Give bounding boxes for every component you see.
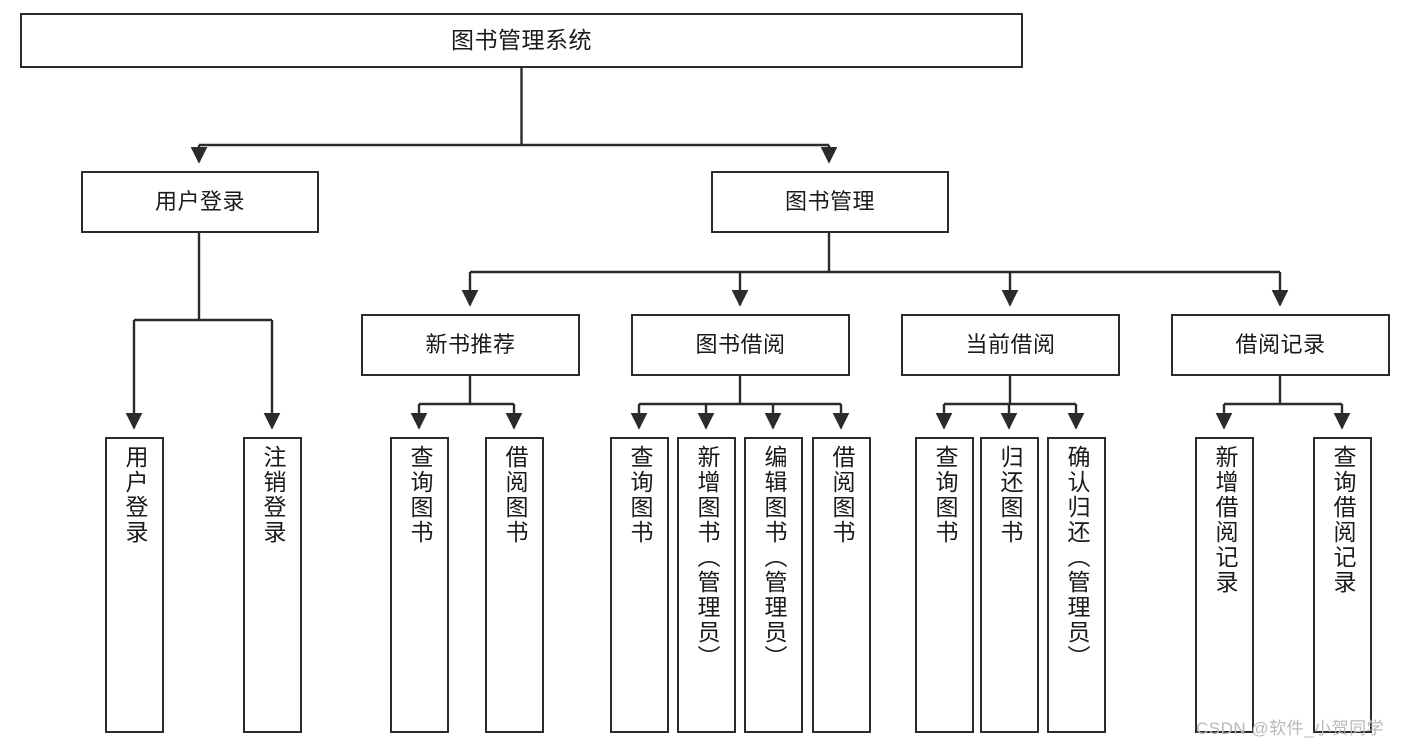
csdn-watermark: CSDN @软件_小贺同学 — [1196, 719, 1385, 738]
node-leaf-query-book-bb[interactable]: 查询图书 — [610, 437, 669, 733]
node-leaf-borrow-book-bb[interactable]: 借阅图书 — [812, 437, 871, 733]
node-leaf-edit-book[interactable]: 编辑图书（管理员） — [744, 437, 803, 733]
node-current-borrow-label: 当前借阅 — [965, 331, 1056, 357]
node-leaf-edit-book-label: 编辑图书（管理员） — [761, 445, 787, 670]
node-leaf-return-book[interactable]: 归还图书 — [980, 437, 1039, 733]
node-leaf-logout[interactable]: 注销登录 — [243, 437, 302, 733]
node-leaf-query-record[interactable]: 查询借阅记录 — [1313, 437, 1372, 733]
node-leaf-confirm-return-label: 确认归还（管理员） — [1064, 445, 1090, 670]
node-leaf-add-book-label: 新增图书（管理员） — [694, 445, 720, 670]
node-leaf-query-book-rec[interactable]: 查询图书 — [390, 437, 449, 733]
node-borrow-record[interactable]: 借阅记录 — [1171, 314, 1390, 376]
node-book-manage[interactable]: 图书管理 — [711, 171, 949, 233]
node-book-borrow[interactable]: 图书借阅 — [631, 314, 850, 376]
node-book-manage-label: 图书管理 — [784, 188, 875, 214]
node-leaf-logout-label: 注销登录 — [260, 445, 286, 545]
node-leaf-user-login[interactable]: 用户登录 — [105, 437, 164, 733]
node-leaf-add-record[interactable]: 新增借阅记录 — [1195, 437, 1254, 733]
node-leaf-query-record-label: 查询借阅记录 — [1330, 445, 1356, 595]
node-root-label: 图书管理系统 — [451, 26, 592, 53]
node-leaf-query-book-cb[interactable]: 查询图书 — [915, 437, 974, 733]
node-new-book-recommend[interactable]: 新书推荐 — [361, 314, 580, 376]
node-user-login-label: 用户登录 — [154, 188, 245, 214]
node-borrow-record-label: 借阅记录 — [1235, 331, 1326, 357]
node-root[interactable]: 图书管理系统 — [20, 13, 1023, 68]
node-leaf-borrow-book-rec-label: 借阅图书 — [502, 445, 528, 545]
node-leaf-query-book-rec-label: 查询图书 — [407, 445, 433, 545]
node-leaf-query-book-cb-label: 查询图书 — [932, 445, 958, 545]
node-user-login[interactable]: 用户登录 — [81, 171, 319, 233]
node-book-borrow-label: 图书借阅 — [695, 331, 786, 357]
node-new-book-recommend-label: 新书推荐 — [425, 331, 516, 357]
node-leaf-borrow-book-rec[interactable]: 借阅图书 — [485, 437, 544, 733]
node-leaf-confirm-return[interactable]: 确认归还（管理员） — [1047, 437, 1106, 733]
node-leaf-borrow-book-bb-label: 借阅图书 — [829, 445, 855, 545]
node-current-borrow[interactable]: 当前借阅 — [901, 314, 1120, 376]
node-leaf-add-record-label: 新增借阅记录 — [1212, 445, 1238, 595]
node-leaf-add-book[interactable]: 新增图书（管理员） — [677, 437, 736, 733]
node-leaf-return-book-label: 归还图书 — [997, 445, 1023, 545]
node-leaf-query-book-bb-label: 查询图书 — [627, 445, 653, 545]
node-leaf-user-login-label: 用户登录 — [122, 445, 148, 545]
